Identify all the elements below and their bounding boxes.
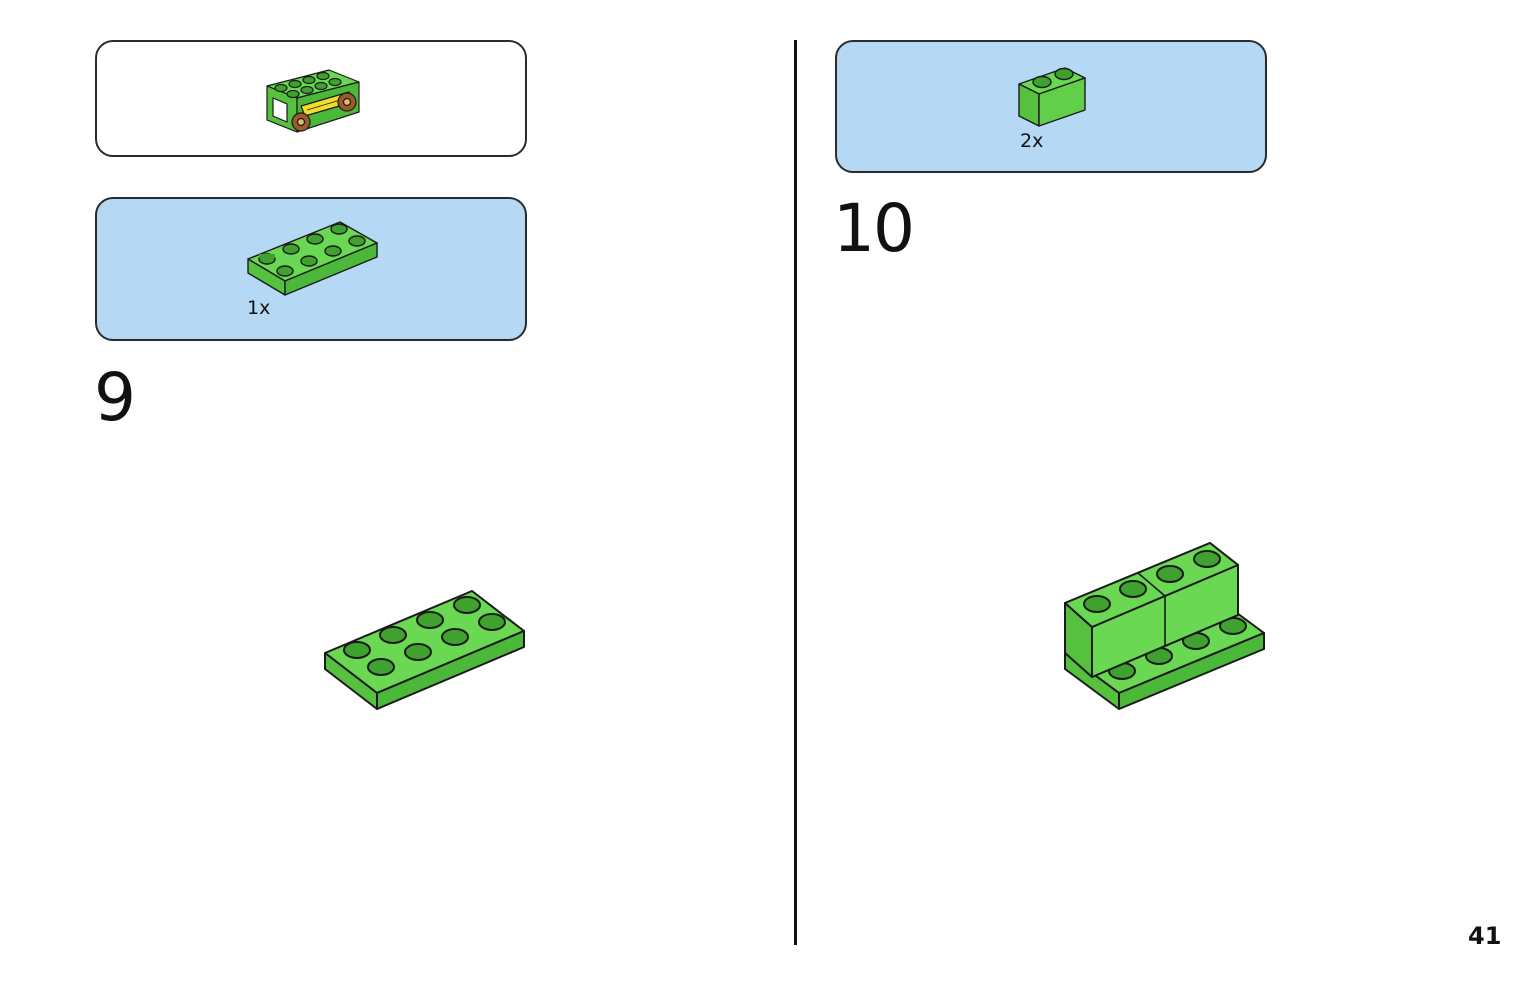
page-divider [794,40,797,945]
part-quantity: 2x [1020,130,1044,152]
parts-list-step-10: 2x [835,40,1267,173]
green-wagon-submodel-icon [266,69,360,133]
step-number-9: 9 [94,359,136,436]
parts-list-step-9: 1x [95,197,527,341]
page-number: 41 [1468,922,1502,950]
part-quantity: 1x [247,297,271,319]
green-plate-with-bricks-assembly-icon [1064,542,1265,710]
green-1x2-brick-icon [1018,67,1086,127]
step-number-10: 10 [833,190,915,267]
submodel-callout [95,40,527,157]
green-2x4-plate-assembly-icon [324,590,525,710]
green-2x4-plate-icon [247,221,378,296]
